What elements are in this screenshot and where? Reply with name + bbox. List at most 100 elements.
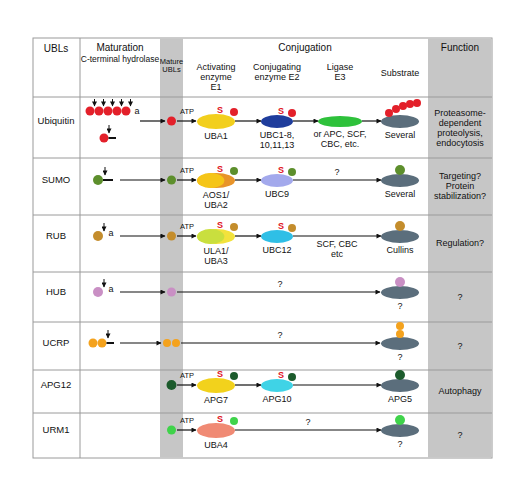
- thioester-mark: S: [216, 220, 224, 230]
- shape-body: [381, 424, 419, 437]
- attached-ubl: [395, 277, 405, 287]
- attached-ubl: [395, 370, 405, 380]
- ubl-bead: [100, 134, 109, 143]
- attached-ubl: [395, 415, 405, 425]
- thioester-mark: S: [216, 105, 224, 115]
- column-header: Conjugation: [245, 42, 365, 53]
- protein-name: UBA1: [196, 131, 236, 141]
- mature-ubl: [163, 339, 171, 347]
- protein-name: APG10: [257, 394, 297, 404]
- conjugation-arrow: [235, 384, 261, 385]
- process-arrow: [120, 342, 161, 343]
- protein-name: UBC9: [257, 189, 297, 199]
- attached-ubl: [406, 100, 414, 108]
- ubl-bead: [122, 107, 131, 116]
- attached-ubl: [392, 105, 400, 113]
- shape-body: [381, 286, 419, 299]
- shape-body: [261, 230, 293, 243]
- cleavage-arrow: [94, 99, 95, 106]
- protein-name: UBA4: [196, 440, 236, 450]
- shape-body: [381, 230, 419, 243]
- shape-body: [381, 174, 419, 187]
- protein-name: UBC1-8, 10,11,13: [254, 130, 300, 150]
- protein-name: UBC12: [257, 245, 297, 255]
- atp-label: ATP: [175, 223, 199, 231]
- grid-line: [33, 158, 492, 159]
- substrate-shape: [381, 337, 419, 350]
- attached-ubl: [288, 168, 296, 176]
- thioester-mark: S: [216, 164, 224, 174]
- substrate-shape: [381, 286, 419, 299]
- shape-body: [197, 173, 235, 188]
- ubl-bead: [93, 287, 103, 297]
- attached-ubl: [395, 165, 405, 175]
- shape-body: [261, 174, 293, 187]
- process-arrow: [120, 179, 165, 180]
- attached-ubl: [230, 223, 238, 231]
- grid-line: [33, 97, 492, 98]
- conjugating-enzyme: SUBC9: [261, 174, 293, 187]
- ubl-tail: [109, 137, 117, 139]
- shape-body: [318, 116, 362, 127]
- conjugating-enzyme: SUBC12: [261, 230, 293, 243]
- ubl-bead: [98, 339, 107, 348]
- function-text: ?: [429, 430, 491, 440]
- conjugation-arrow: [362, 120, 381, 121]
- protein-name: Several: [380, 130, 420, 140]
- shape-body: [261, 115, 293, 128]
- attached-ubl: [230, 372, 238, 380]
- grid-line: [33, 413, 492, 414]
- column-header: Maturation: [80, 42, 160, 53]
- substrate-protein: Cullins: [381, 230, 419, 243]
- cleavage-arrow: [109, 125, 110, 133]
- column-header: Mature UBLs: [158, 58, 186, 75]
- enzyme-shape: [261, 230, 293, 243]
- ubl-tail: [107, 342, 115, 344]
- table-frame: [33, 38, 492, 458]
- cleavage-arrow: [121, 99, 122, 106]
- activating-enzyme: SAPG7: [197, 378, 235, 393]
- function-column: [428, 39, 492, 458]
- attached-ubl: [230, 417, 238, 425]
- apg12-maturation: [167, 380, 197, 390]
- ubl-bead: [113, 107, 122, 116]
- cleavage-tail: a: [106, 284, 116, 294]
- atp-label: ATP: [175, 372, 199, 380]
- conjugation-arrow: [293, 179, 381, 180]
- substrate-protein: Several: [381, 115, 419, 128]
- function-text: ?: [429, 292, 491, 302]
- function-text: Targeting? Protein stabilization?: [429, 171, 491, 201]
- enzyme-shape: [197, 229, 235, 244]
- row-name: URM1: [33, 425, 79, 436]
- protein-name: or APC, SCF, CBC, etc.: [312, 129, 368, 149]
- grid-line: [80, 38, 81, 458]
- conjugating-enzyme: SUBC1-8, 10,11,13: [261, 115, 293, 128]
- protein-name: APG7: [196, 395, 236, 405]
- ubl-bead: [89, 339, 98, 348]
- shape-body: [197, 423, 235, 438]
- substrate-shape: [381, 230, 419, 243]
- attached-ubl: [385, 109, 393, 117]
- shape-body: [381, 379, 419, 392]
- cleavage-arrow: [105, 167, 106, 175]
- attached-ubl: [230, 108, 238, 116]
- enzyme-shape: [318, 116, 362, 127]
- substrate-protein: Several: [381, 174, 419, 187]
- ubl-bead: [95, 107, 104, 116]
- conjugation-arrow: [177, 291, 380, 292]
- question-mark: ?: [302, 417, 314, 427]
- mature-column: [160, 39, 183, 458]
- grid-line: [33, 370, 492, 371]
- substrate-protein: ?: [381, 337, 419, 350]
- shape-body: [381, 337, 419, 350]
- attached-ubl: [288, 224, 296, 232]
- cleavage-arrow: [130, 99, 131, 106]
- ubl-bead: [104, 107, 113, 116]
- conjugation-arrow: [235, 179, 261, 180]
- conjugation-arrow: [293, 235, 381, 236]
- urm1-maturation: [167, 426, 196, 435]
- ucrp-maturation: [89, 330, 381, 348]
- atp-arrow: [177, 235, 196, 236]
- enzyme-shape: [261, 115, 293, 128]
